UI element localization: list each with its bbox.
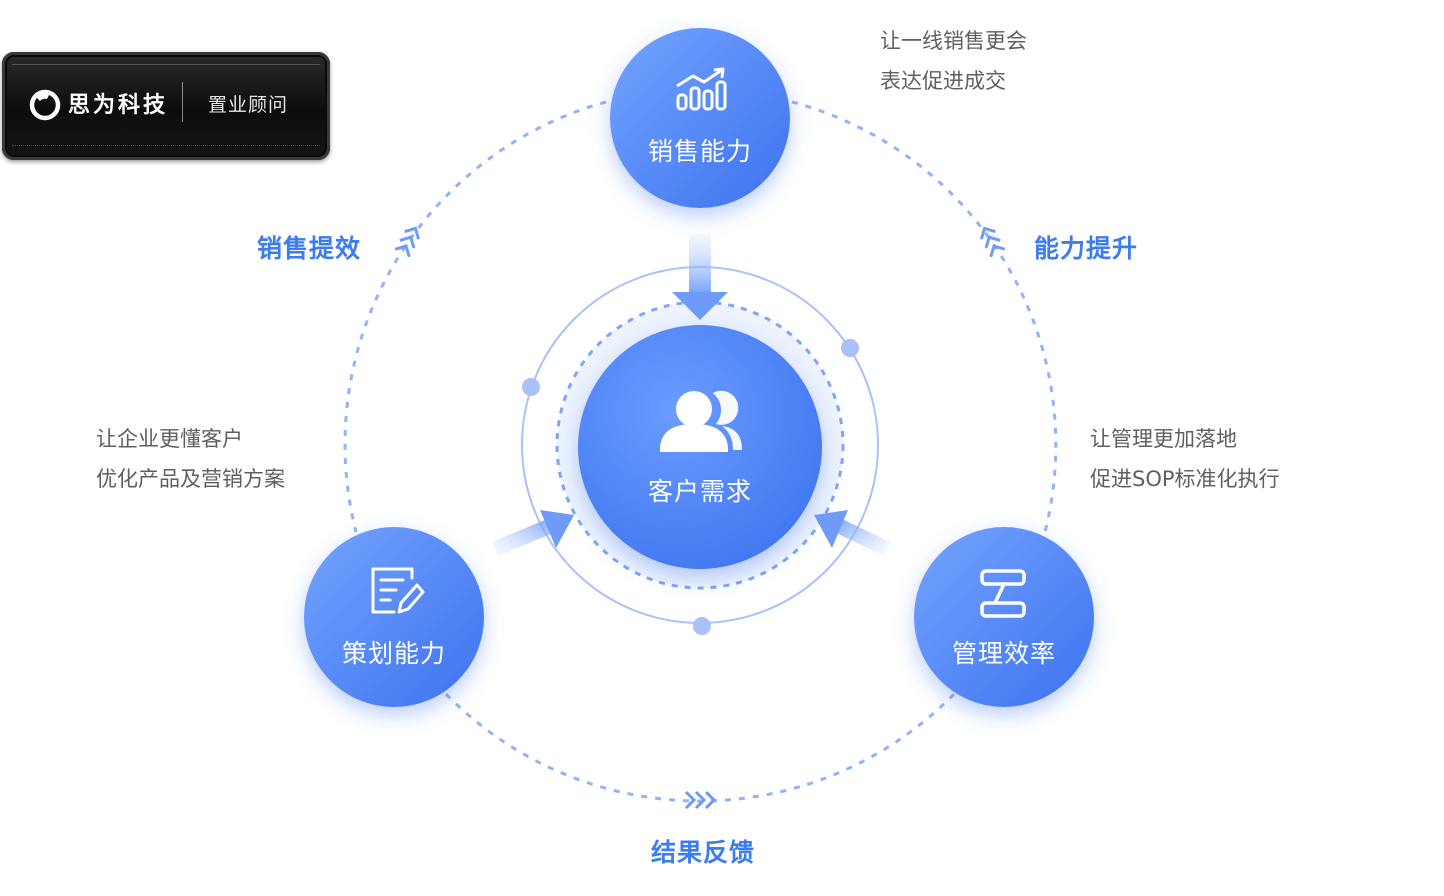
sales-description-line: 表达促进成交 (880, 69, 1006, 93)
brand-name: 思为科技 (68, 93, 169, 118)
edit-document-icon (371, 567, 425, 614)
arc-planning-to-management (444, 692, 956, 803)
arrow-from-sales (672, 234, 728, 320)
chevron-top-left (394, 226, 421, 258)
sales-description-line: 让一线销售更会 (880, 29, 1027, 53)
management-node-label: 管理效率 (951, 639, 1056, 668)
sales-description: 让一线销售更会 表达促进成交 (880, 21, 1027, 101)
chevron-bottom (684, 790, 717, 810)
edge-label-capability-up: 能力提升 (1034, 234, 1139, 263)
arrow-from-management (814, 510, 890, 556)
sales-node-label: 销售能力 (647, 137, 752, 166)
users-icon (660, 390, 742, 452)
outer-cycle (343, 100, 1058, 803)
sales-node (610, 28, 790, 208)
ring-dot (693, 617, 711, 635)
planning-description-line: 让企业更懂客户 (96, 427, 243, 451)
ring-dot (841, 339, 859, 357)
ring-dot (522, 378, 540, 396)
brand-badge: 思为科技 置业顾问 (2, 52, 330, 160)
planning-description: 让企业更懂客户 优化产品及营销方案 (96, 419, 285, 499)
management-description-line: 让管理更加落地 (1090, 427, 1237, 451)
brand-divider (182, 82, 183, 122)
management-description: 让管理更加落地 促进SOP标准化执行 (1090, 419, 1280, 499)
edge-label-result-feedback: 结果反馈 (651, 838, 756, 867)
brand-logo-icon (29, 89, 61, 121)
planning-node (304, 527, 484, 707)
chevron-top-right (979, 226, 1006, 258)
management-description-line: 促进SOP标准化执行 (1090, 467, 1280, 491)
edge-label-sales-efficiency: 销售提效 (257, 234, 362, 263)
arc-chevrons (394, 226, 1006, 810)
planning-description-line: 优化产品及营销方案 (96, 467, 285, 491)
brand-frame (12, 64, 320, 146)
center-node-label: 客户需求 (647, 477, 752, 506)
arrow-from-planning (492, 510, 574, 556)
growth-chart-icon (676, 67, 727, 111)
inflow-arrows (492, 234, 890, 556)
center-ring-dashed (555, 300, 845, 590)
brand-role: 置业顾问 (208, 94, 289, 116)
workflow-icon (980, 569, 1026, 618)
planning-node-label: 策划能力 (341, 639, 446, 668)
